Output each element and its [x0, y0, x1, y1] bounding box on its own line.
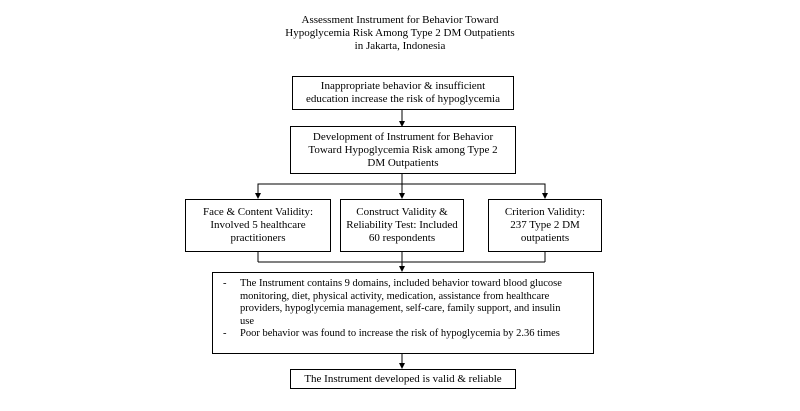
findings-item-1-line-4: use [240, 315, 254, 327]
construct-validity-box: Construct Validity & Reliability Test: I… [340, 199, 464, 252]
development-line-3: DM Outpatients [367, 156, 439, 169]
development-box: Development of Instrument for Behavior T… [290, 126, 516, 174]
problem-line-2: education increase the risk of hypoglyce… [306, 93, 500, 105]
construct-line-3: 60 respondents [368, 232, 436, 244]
findings-item-1-line-1: The Instrument contains 9 domains, inclu… [240, 278, 562, 289]
criterion-validity-box: Criterion Validity: 237 Type 2 DM outpat… [488, 199, 602, 252]
branch-line-left [255, 183, 402, 199]
development-line-2: Toward Hypoglycemia Risk among Type 2 [308, 143, 498, 156]
problem-box: Inappropriate behavior & insufficient ed… [292, 76, 514, 110]
diagram-title: Assessment Instrument for Behavior Towar… [250, 14, 550, 53]
findings-item-1-line-2: monitoring, diet, physical activity, med… [240, 290, 550, 302]
findings-item-poor-behavior: Poor behavior was found to increase the … [221, 328, 585, 341]
face-content-line-2: Involved 5 healthcare [210, 219, 306, 231]
criterion-line-2: 237 Type 2 DM [510, 219, 580, 231]
findings-list: The Instrument contains 9 domains, inclu… [221, 278, 585, 341]
title-line-3: in Jakarta, Indonesia [354, 40, 446, 52]
findings-item-1-line-3: providers, hypoglycemia management, self… [240, 303, 561, 314]
findings-item-domains: The Instrument contains 9 domains, inclu… [221, 278, 585, 328]
title-line-1: Assessment Instrument for Behavior Towar… [301, 14, 499, 26]
findings-item-2-text: Poor behavior was found to increase the … [240, 328, 560, 339]
face-content-line-1: Face & Content Validity: [202, 206, 314, 218]
title-line-2: Hypoglycemia Risk Among Type 2 DM Outpat… [285, 27, 515, 39]
face-content-line-3: practitioners [230, 232, 286, 244]
development-line-1: Development of Instrument for Behavior [312, 130, 494, 143]
construct-line-2: Reliability Test: Included [346, 219, 458, 231]
conclusion-text: The Instrument developed is valid & reli… [304, 372, 502, 385]
problem-line-1: Inappropriate behavior & insufficient [320, 80, 486, 92]
findings-box: The Instrument contains 9 domains, inclu… [212, 272, 594, 354]
conclusion-box: The Instrument developed is valid & reli… [290, 369, 516, 389]
branch-line-right [402, 183, 548, 199]
criterion-line-3: outpatients [520, 232, 570, 244]
face-content-validity-box: Face & Content Validity: Involved 5 heal… [185, 199, 331, 252]
criterion-line-1: Criterion Validity: [504, 206, 586, 218]
construct-line-1: Construct Validity & [356, 206, 448, 218]
